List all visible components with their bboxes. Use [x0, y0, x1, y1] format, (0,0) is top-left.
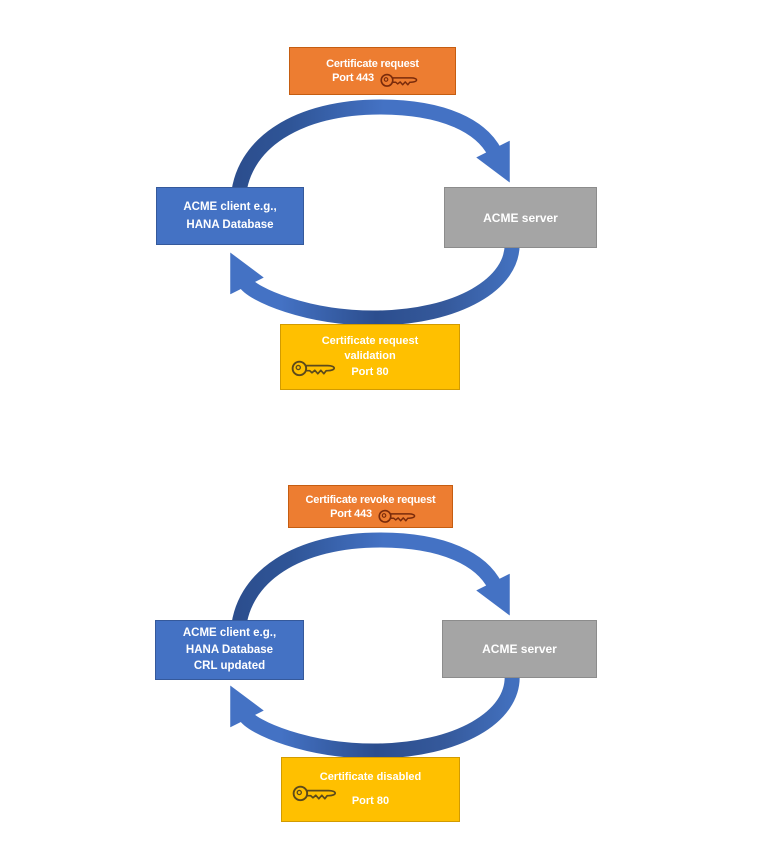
box-label-line: Port 443 [330, 507, 372, 520]
certificate-request-box: Certificate request Port 443 [289, 47, 456, 95]
acme-client-crl-box: ACME client e.g., HANA Database CRL upda… [155, 620, 304, 680]
box-label-line: ACME server [482, 642, 557, 656]
acme-server-box: ACME server [444, 187, 597, 248]
certificate-revoke-request-box: Certificate revoke request Port 443 [288, 485, 453, 528]
key-icon [380, 73, 418, 87]
acme-server-box: ACME server [442, 620, 597, 678]
box-label-line: CRL updated [193, 660, 266, 673]
key-icon [292, 785, 337, 802]
arrow-server-to-client-1 [230, 239, 520, 326]
certificate-disabled-box: Certificate disabled Port 80 [281, 757, 460, 822]
arrow-client-to-server-1 [230, 99, 510, 203]
box-label-line: Certificate revoke request [305, 493, 436, 506]
key-icon [291, 360, 336, 377]
box-label-line: Port 80 [351, 795, 390, 807]
arrow-server-to-client-2 [230, 672, 520, 759]
box-label-line: Certificate request [326, 58, 419, 70]
box-label-line: HANA Database [185, 643, 274, 656]
box-label-line: HANA Database [186, 219, 274, 231]
acme-client-box: ACME client e.g., HANA Database [156, 187, 304, 245]
box-label-line: Port 443 [332, 72, 374, 84]
arrow-client-to-server-2 [230, 532, 510, 636]
box-label-line: Certificate request [321, 334, 419, 347]
key-icon [378, 509, 416, 523]
certificate-validation-box: Certificate request validation Port 80 [280, 324, 460, 390]
port-row: Port 443 [332, 71, 418, 87]
box-label-line: ACME server [483, 210, 558, 225]
box-label-line: validation [344, 350, 396, 363]
port-row: Port 443 [330, 507, 416, 523]
box-label-line: Port 80 [351, 365, 389, 378]
box-label-line: ACME client e.g., [182, 627, 277, 640]
box-label-line: Certificate disabled [319, 770, 422, 783]
box-label-line: ACME client e.g., [183, 201, 277, 213]
